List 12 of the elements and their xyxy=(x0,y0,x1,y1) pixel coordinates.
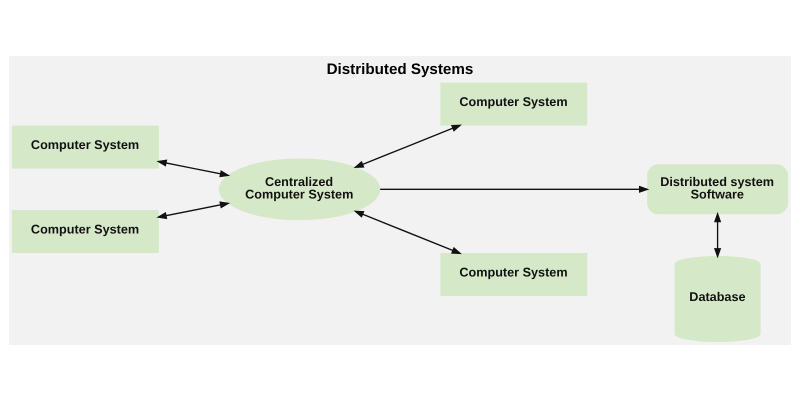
node-box: Computer System xyxy=(12,125,159,168)
diagram-title: Distributed Systems xyxy=(326,60,474,78)
node-box: Computer System xyxy=(440,252,588,296)
arrow xyxy=(380,185,650,192)
arrow xyxy=(354,124,462,168)
arrow xyxy=(714,211,722,258)
arrow xyxy=(156,200,230,219)
arrow xyxy=(156,159,230,177)
arrow xyxy=(354,210,462,254)
node-box: Computer System xyxy=(440,82,588,126)
node-box: Computer System xyxy=(12,210,159,253)
node-box: Distributed system Software xyxy=(647,164,788,214)
